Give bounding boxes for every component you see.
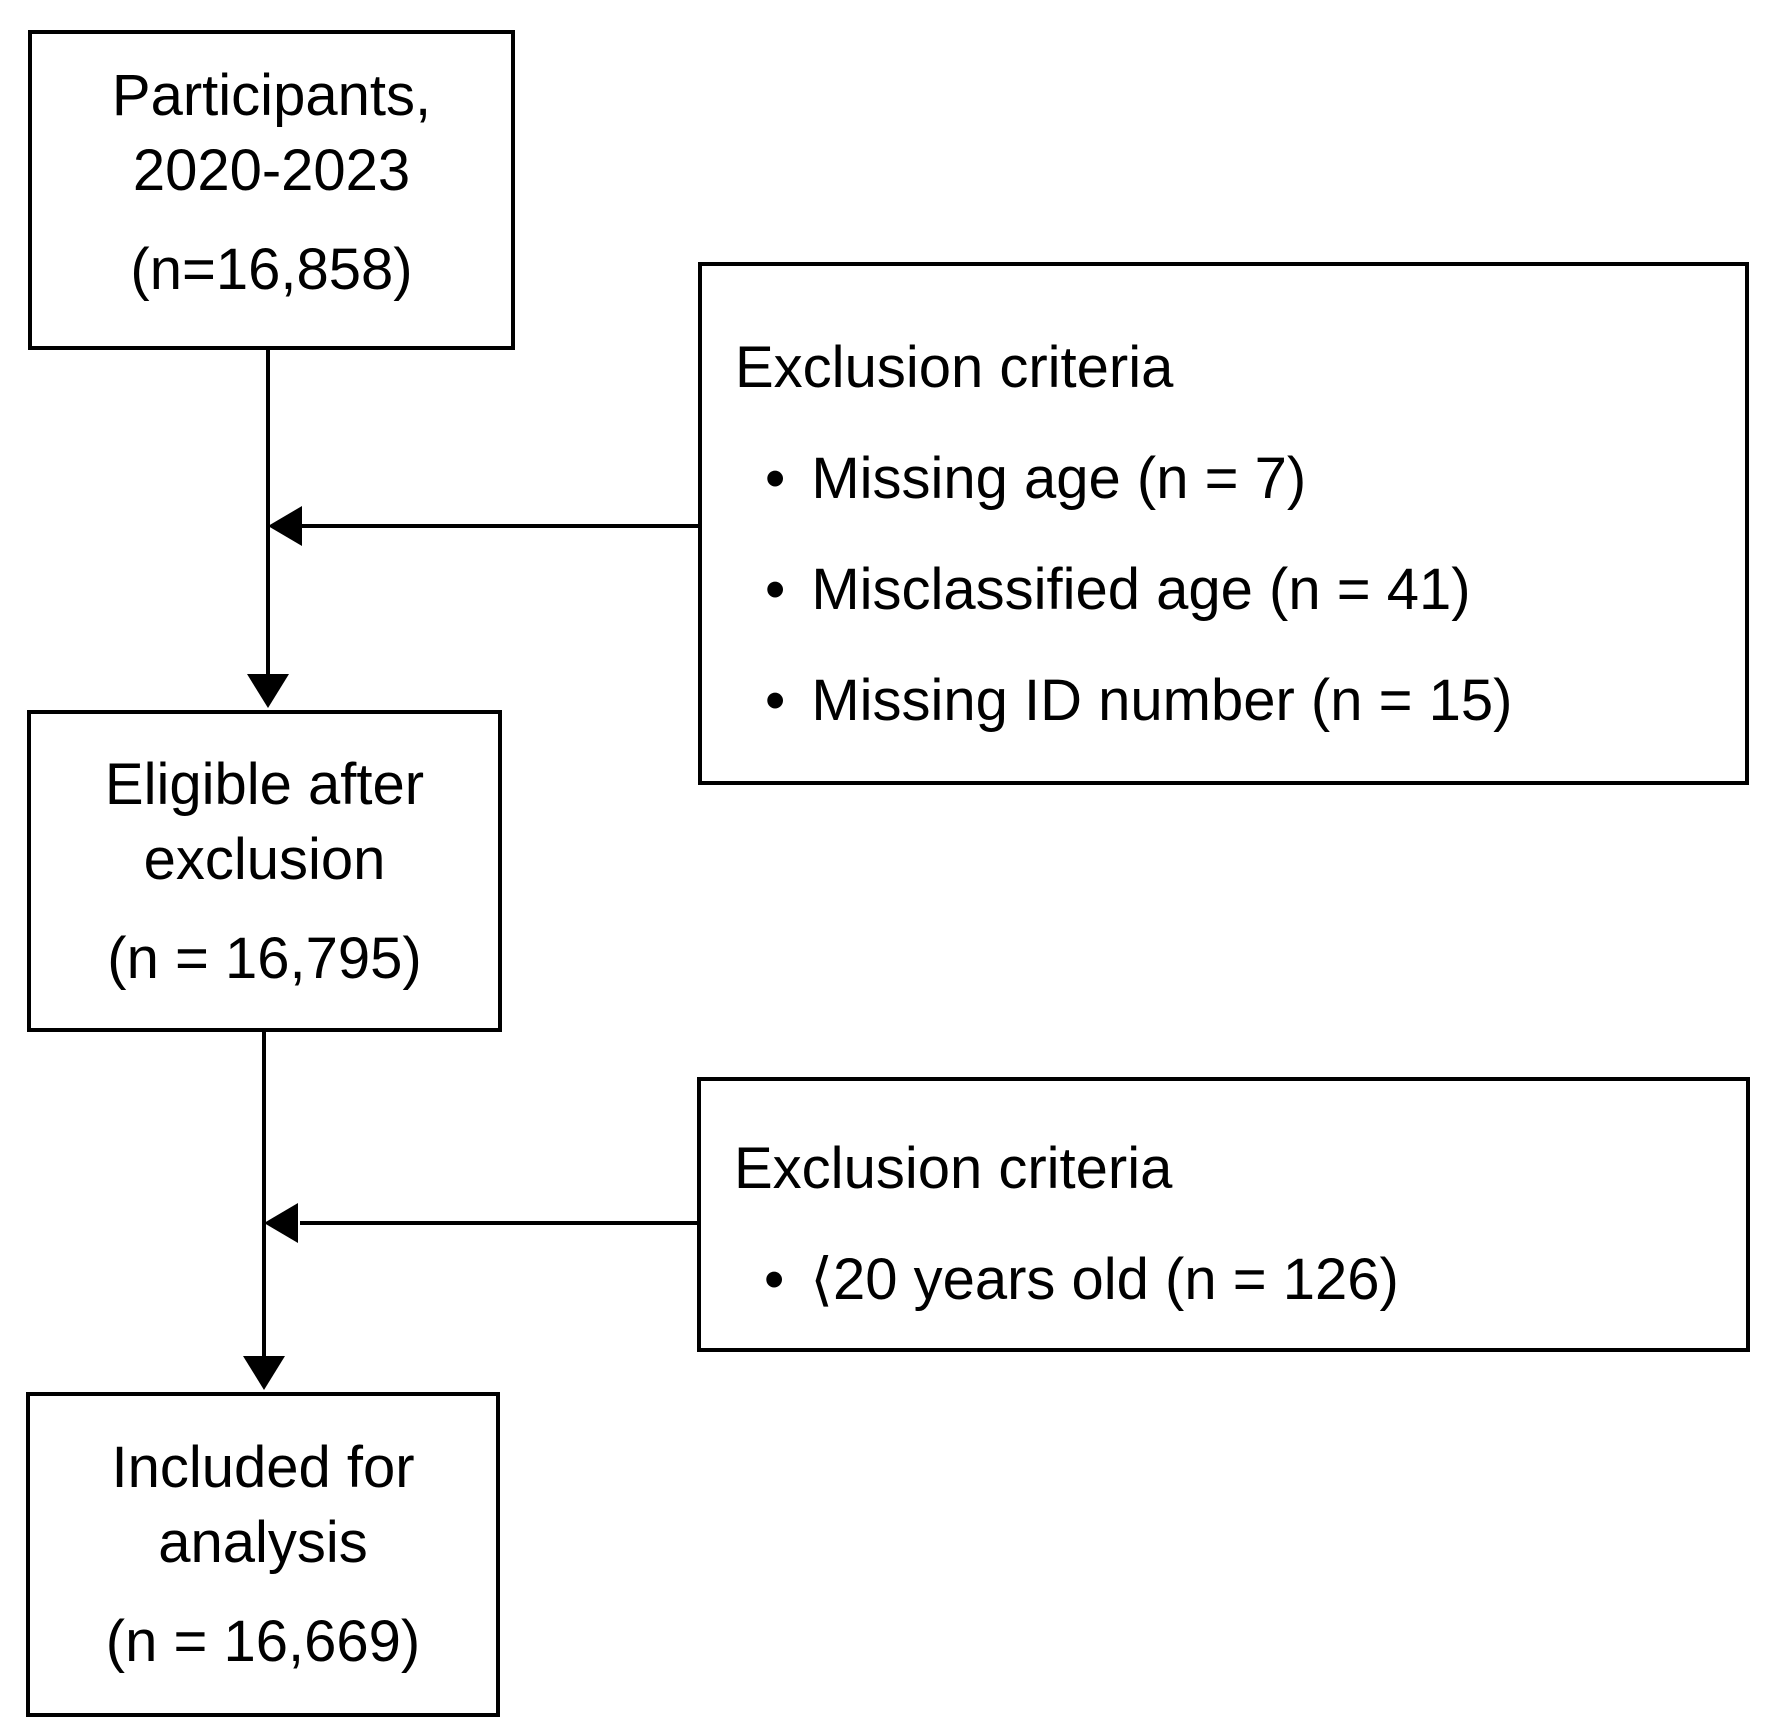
title-line: Included for: [111, 1435, 415, 1500]
exclusion-2-header: Exclusion criteria: [734, 1136, 1173, 1201]
list-item: • ⟨20 years old (n = 126): [764, 1242, 1726, 1317]
included-box: Included for analysis (n = 16,669): [26, 1392, 500, 1717]
bullet-icon: •: [765, 668, 786, 733]
included-title: Included for analysis: [111, 1430, 414, 1580]
exclusion-1-item-1: Missing age (n = 7): [811, 446, 1307, 511]
eligible-box: Eligible after exclusion (n = 16,795): [27, 710, 502, 1032]
exclusion-1-item-2: Misclassified age (n = 41): [811, 557, 1471, 622]
bullet-icon: •: [765, 446, 786, 511]
arrowhead-down-icon: [243, 1356, 285, 1390]
eligible-count: (n = 16,795): [107, 925, 422, 991]
exclusion-2-list: • ⟨20 years old (n = 126): [734, 1242, 1726, 1317]
title-line: Participants,: [111, 62, 432, 128]
exclusion-1-item-3: Missing ID number (n = 15): [811, 668, 1513, 733]
eligible-title: Eligible after exclusion: [105, 747, 424, 897]
arrow-participants-to-eligible: [247, 350, 289, 708]
list-item: • Missing age (n = 7): [765, 441, 1725, 516]
title-line: exclusion: [143, 826, 386, 892]
arrow-eligible-to-included: [243, 1032, 285, 1390]
exclusion-1-list: • Missing age (n = 7) • Misclassified ag…: [735, 441, 1725, 738]
arrowhead-down-icon: [247, 674, 289, 708]
included-count: (n = 16,669): [105, 1609, 421, 1674]
arrowhead-left-icon: [264, 1203, 298, 1243]
bullet-icon: •: [765, 557, 786, 622]
list-item: • Misclassified age (n = 41): [765, 552, 1725, 627]
exclusion-1-header: Exclusion criteria: [735, 335, 1174, 400]
arrowhead-left-icon: [268, 506, 302, 546]
title-line: Eligible after: [104, 751, 425, 817]
arrow-exclusion1-to-flow: [268, 506, 698, 546]
arrow-exclusion2-to-flow: [264, 1203, 697, 1243]
exclusion-criteria-box-2: Exclusion criteria • ⟨20 years old (n = …: [697, 1077, 1750, 1352]
exclusion-criteria-box-1: Exclusion criteria • Missing age (n = 7)…: [698, 262, 1749, 785]
bullet-icon: •: [764, 1247, 785, 1312]
exclusion-2-item-1: ⟨20 years old (n = 126): [810, 1247, 1399, 1312]
title-line: analysis: [158, 1510, 368, 1575]
participants-count: (n=16,858): [130, 236, 413, 302]
list-item: • Missing ID number (n = 15): [765, 663, 1725, 738]
participants-box: Participants, 2020-2023 (n=16,858): [28, 30, 515, 350]
participants-title: Participants, 2020-2023: [112, 58, 431, 208]
title-line: 2020-2023: [132, 137, 411, 203]
